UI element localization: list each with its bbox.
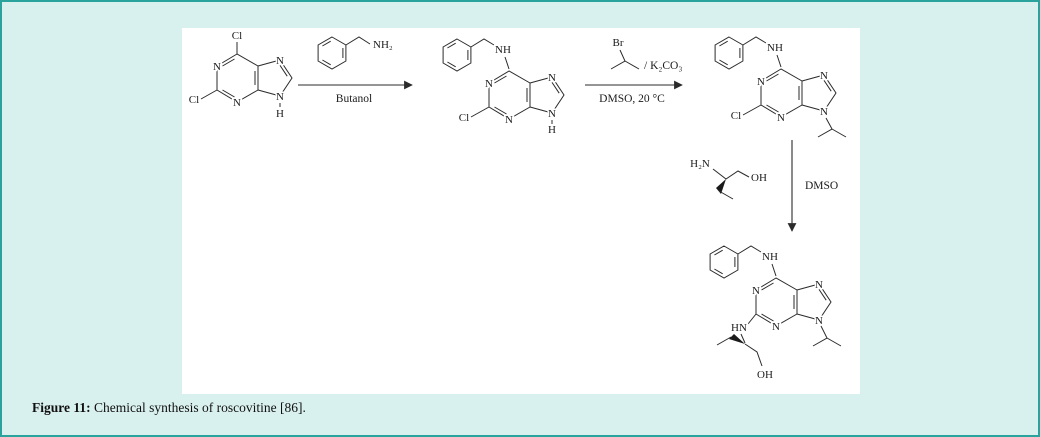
reagent-isopropyl-bromide: Br / K₂CO₃: [610, 36, 684, 74]
atom-label-n: N: [548, 108, 556, 120]
atom-label-n: N: [233, 97, 241, 109]
atom-label-h: H: [548, 124, 556, 136]
atom-label-cl: Cl: [189, 94, 199, 106]
atom-label-nh2: NH₂: [373, 39, 393, 51]
structure-dichloropurine: Cl Cl N N N N H: [187, 29, 293, 122]
atom-label-oh: OH: [751, 172, 767, 184]
stereo-wedge: [716, 179, 726, 194]
atom-label-h: H: [276, 108, 284, 120]
bond: [712, 168, 750, 180]
bond: [716, 336, 732, 346]
reaction-scheme: Cl Cl N N N N H NH₂ Butanol NH N: [187, 29, 847, 383]
atom-label-br: Br: [613, 37, 624, 49]
atom-label-n: N: [548, 72, 556, 84]
atom-label-n: N: [213, 61, 221, 73]
atom-label-nh: NH: [762, 251, 778, 263]
bond: [470, 106, 553, 124]
bond: [740, 313, 842, 367]
atom-label-n: N: [752, 285, 760, 297]
atom-label-n: N: [276, 55, 284, 67]
atom-label-n: N: [757, 76, 765, 88]
scheme-panel: Cl Cl N N N N H NH₂ Butanol NH N: [182, 28, 860, 394]
atom-label-n: N: [777, 112, 785, 124]
atom-label-n: N: [485, 78, 493, 90]
structure-roscovitine: NH N N N N HN OH: [710, 246, 842, 383]
atom-label-oh: OH: [757, 369, 773, 381]
atom-label-n: N: [772, 321, 780, 333]
reagent-aminobutanol: H₂N OH: [689, 157, 768, 200]
atom-label-n: N: [815, 279, 823, 291]
atom-label-n: N: [820, 106, 828, 118]
reagent-label-dmso-20: DMSO, 20 °C: [599, 93, 665, 105]
bond: [718, 190, 734, 200]
bond: [742, 104, 847, 138]
atom-label-cl: Cl: [232, 30, 242, 42]
atom-label-n: N: [505, 114, 513, 126]
atom-label-h2n: H₂N: [690, 158, 710, 170]
atom-label-hn: HN: [731, 322, 747, 334]
reagent-label-k2co3: / K₂CO₃: [644, 60, 682, 72]
bond: [345, 36, 371, 46]
bond: [200, 42, 281, 107]
atom-label-cl: Cl: [731, 110, 741, 122]
reagent-benzylamine: NH₂: [317, 36, 394, 70]
reagent-label-butanol: Butanol: [336, 93, 372, 105]
bond: [610, 49, 640, 70]
reagent-label-dmso: DMSO: [805, 180, 838, 192]
stereo-wedge: [729, 334, 745, 344]
atom-label-n: N: [820, 70, 828, 82]
atom-label-n: N: [276, 91, 284, 103]
atom-label-nh: NH: [495, 44, 511, 56]
atom-label-cl: Cl: [459, 112, 469, 124]
figure-caption-label: Figure 11:: [32, 400, 91, 415]
figure-caption: Figure 11: Chemical synthesis of roscovi…: [32, 400, 306, 416]
atom-label-nh: NH: [767, 42, 783, 54]
figure-caption-text: Chemical synthesis of roscovitine [86].: [90, 400, 306, 415]
structure-benzylamino-chloropurine: NH N N N N Cl H: [443, 39, 564, 138]
atom-label-n: N: [815, 315, 823, 327]
structure-benzylamino-chloro-isopropylpurine: NH N N N N Cl: [715, 37, 847, 138]
